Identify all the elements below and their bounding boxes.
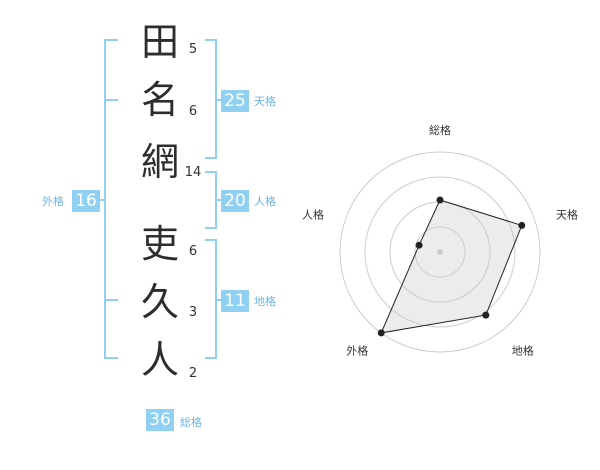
stroke-count-3: 14 xyxy=(184,165,202,180)
name-char-4: 吏 xyxy=(140,222,179,266)
soukaku-label: 総格 xyxy=(180,416,202,429)
tenkaku-badge: 25 xyxy=(221,90,249,112)
gaikaku-label: 外格 xyxy=(42,195,64,208)
soukaku-badge: 36 xyxy=(146,409,174,431)
name-char-6: 人 xyxy=(140,338,179,382)
chikaku-label: 地格 xyxy=(254,295,276,308)
name-char-5: 久 xyxy=(140,280,179,324)
radar-point xyxy=(518,221,526,229)
jinkaku-badge: 20 xyxy=(221,190,249,212)
chikaku-badge: 11 xyxy=(221,290,249,312)
radar-grid-ring xyxy=(414,226,466,278)
radar-center-dot xyxy=(437,249,443,255)
radar-axis-label: 外格 xyxy=(346,344,368,358)
radar-series-polygon xyxy=(380,199,523,334)
radar-axis-label: 地格 xyxy=(512,344,534,358)
stroke-count-2: 6 xyxy=(188,104,198,119)
name-char-2: 名 xyxy=(140,78,179,122)
tenkaku-label: 天格 xyxy=(254,95,276,108)
gaikaku-badge: 16 xyxy=(72,190,100,212)
radar-axis-label: 天格 xyxy=(556,207,578,221)
stroke-count-1: 5 xyxy=(188,42,198,57)
radar-point xyxy=(377,329,385,337)
stroke-count-6: 2 xyxy=(188,366,198,381)
name-char-3: 網 xyxy=(140,140,179,184)
radar-point xyxy=(482,311,490,319)
radar-axis-label: 総格 xyxy=(429,123,451,137)
radar-grid-ring xyxy=(339,151,541,353)
jinkaku-label: 人格 xyxy=(254,195,276,208)
radar-point xyxy=(436,196,444,204)
radar-axis-label: 人格 xyxy=(302,207,324,221)
name-char-1: 田 xyxy=(140,20,179,64)
radar-point xyxy=(415,241,423,249)
radar-grid-ring xyxy=(364,176,516,328)
stroke-count-5: 3 xyxy=(188,305,198,320)
stroke-count-4: 6 xyxy=(188,244,198,259)
